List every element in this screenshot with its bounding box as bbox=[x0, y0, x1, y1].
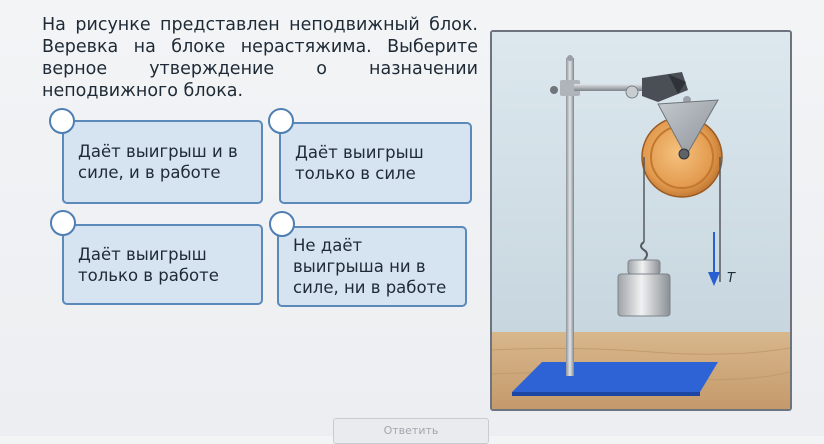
submit-button[interactable]: Ответить bbox=[333, 418, 489, 444]
pulley-figure: T bbox=[490, 30, 792, 411]
weight-top bbox=[627, 259, 661, 275]
option-2-label: Даёт выигрыш только в силе bbox=[295, 143, 424, 183]
stand-base bbox=[512, 362, 718, 392]
option-4-label: Не даёт выигрыша ни в силе, ни в работе bbox=[293, 236, 447, 297]
option-3[interactable]: Даёт выигрыш только в работе bbox=[62, 224, 263, 305]
option-4[interactable]: Не даёт выигрыша ни в силе, ни в работе bbox=[277, 226, 467, 307]
question-text: На рисунке представлен неподвижный блок.… bbox=[42, 15, 478, 101]
pulley-bracket bbox=[657, 99, 719, 158]
option-3-label: Даёт выигрыш только в работе bbox=[78, 244, 219, 285]
option-1-label: Даёт выигрыш и в силе, и в работе bbox=[78, 142, 238, 182]
option-1[interactable]: Даёт выигрыш и в силе, и в работе bbox=[62, 120, 263, 204]
option-1-radio[interactable] bbox=[49, 108, 75, 134]
force-label: T bbox=[727, 271, 736, 286]
horizontal-rod bbox=[574, 84, 660, 91]
option-2[interactable]: Даёт выигрыш только в силе bbox=[279, 122, 472, 204]
option-4-radio[interactable] bbox=[269, 211, 295, 237]
stand-rod bbox=[566, 58, 574, 376]
option-2-radio[interactable] bbox=[268, 108, 294, 134]
option-3-radio[interactable] bbox=[50, 210, 76, 236]
weight-body bbox=[617, 273, 671, 317]
